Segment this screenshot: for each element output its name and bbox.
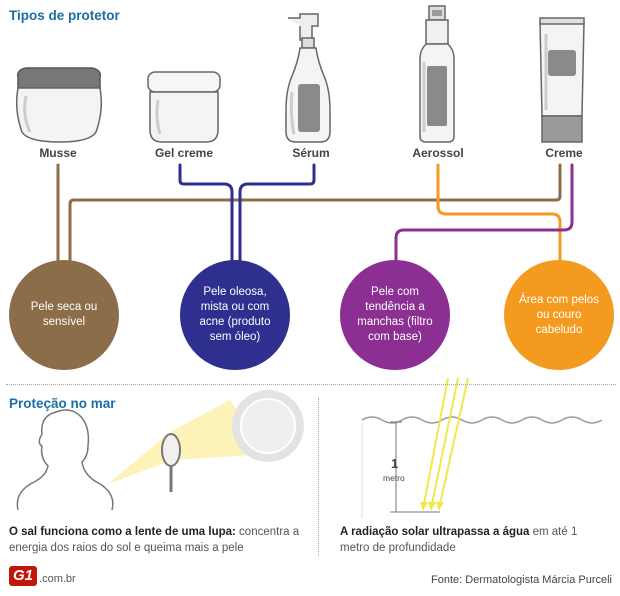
skin-type-spots-label: Pele com tendência a manchas (filtro com… <box>357 286 433 343</box>
product-label-gel-creme: Gel creme <box>154 146 214 160</box>
musse-jar-icon <box>15 67 103 143</box>
sun-icon <box>232 390 304 462</box>
skin-type-dry: Pele seca ou sensível <box>9 260 119 370</box>
magnifying-lens-icon <box>161 433 181 492</box>
lens-caption-rest: concentra a energia dos raios do sol e q… <box>9 526 300 554</box>
connection-lines <box>56 163 574 264</box>
head-silhouette-icon <box>16 409 114 511</box>
product-label-serum: Sérum <box>292 146 330 160</box>
lens-caption: O sal funciona como a lente de uma lupa:… <box>9 524 309 556</box>
solar-rays <box>423 377 469 505</box>
solar-ray-arrowheads <box>420 502 444 511</box>
lens-caption-bold: O sal funciona como a lente de uma lupa: <box>9 526 236 538</box>
water-caption-rest: em até 1 metro de profundidade <box>340 526 578 554</box>
water-caption-bold: A radiação solar ultrapassa a água <box>340 526 530 538</box>
depth-unit: metro <box>383 473 405 483</box>
gel-creme-jar-icon <box>147 71 221 143</box>
g1-logo: G1 .com.br <box>9 566 76 586</box>
creme-tube-icon <box>539 17 585 143</box>
water-caption: A radiação solar ultrapassa a água em at… <box>340 524 600 556</box>
skin-type-dry-label: Pele seca ou sensível <box>30 301 98 328</box>
product-label-musse: Musse <box>39 146 77 160</box>
serum-bottle-icon <box>285 13 331 143</box>
skin-type-oily: Pele oleosa, mista ou com acne (produto … <box>180 260 290 370</box>
skin-type-hair: Área com pelos ou couro cabeludo <box>504 260 614 370</box>
aerossol-can-icon <box>419 5 455 143</box>
skin-type-spots: Pele com tendência a manchas (filtro com… <box>340 260 450 370</box>
product-label-aerossol: Aerossol <box>412 146 464 160</box>
g1-logo-mark: G1 <box>9 566 38 586</box>
vertical-divider <box>318 398 319 556</box>
water-depth-illustration <box>361 416 603 518</box>
g1-logo-domain: .com.br <box>39 573 76 585</box>
skin-type-hair-label: Área com pelos ou couro cabeludo <box>519 293 599 336</box>
section-title-protector-types: Tipos de protetor <box>9 8 120 23</box>
product-label-creme: Creme <box>545 146 583 160</box>
skin-type-oily-label: Pele oleosa, mista ou com acne (produto … <box>199 286 271 343</box>
depth-value: 1 <box>391 456 399 471</box>
section-divider <box>6 384 616 385</box>
section-title-sea-protection: Proteção no mar <box>9 396 116 411</box>
source-credit: Fonte: Dermatologista Márcia Purceli <box>431 574 612 586</box>
